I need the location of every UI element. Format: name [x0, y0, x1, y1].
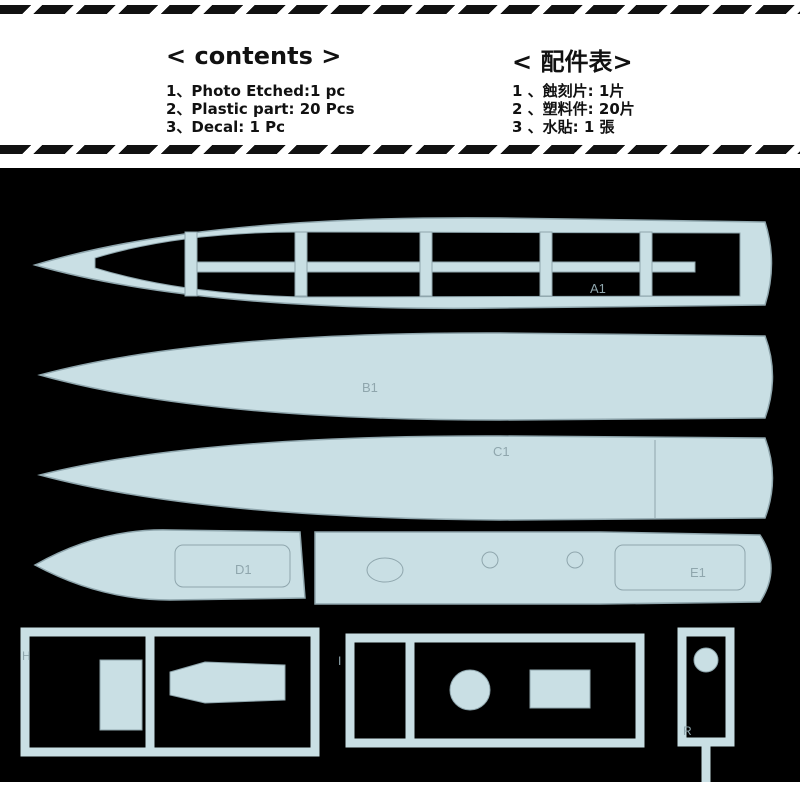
label-d1: D1 [235, 562, 252, 577]
sprue-h-deck [169, 661, 286, 704]
contents-item-en: 3、Decal: 1 Pc [166, 118, 285, 136]
label-e1: E1 [690, 565, 706, 580]
part-c1-hull [37, 435, 774, 521]
part-e1-deck [314, 531, 772, 605]
part-d1-deck [33, 529, 306, 601]
label-b1: B1 [362, 380, 378, 395]
label-sprue-i: I [338, 654, 341, 668]
top-stripe [0, 5, 800, 14]
label-sprue-r: R [683, 724, 692, 738]
label-sprue-h: H [22, 649, 31, 663]
parts-diagram: A1 B1 C1 D1 E1 H I R [20, 217, 774, 782]
e1-well [614, 544, 746, 591]
contents-item-zh: 3 、水貼: 1 張 [512, 118, 615, 136]
d1-well [174, 544, 291, 588]
label-a1: A1 [590, 281, 606, 296]
contents-title-zh: < 配件表> [512, 48, 633, 76]
contents-item-zh: 1 、蝕刻片: 1片 [512, 82, 625, 100]
contents-item-en: 1、Photo Etched:1 pc [166, 82, 346, 100]
sprue-i-frame [345, 633, 645, 748]
contents-item-zh: 2 、塑料件: 20片 [512, 100, 635, 118]
part-b1-hull [37, 332, 774, 421]
bottom-stripe [0, 145, 800, 154]
contents-title-en: < contents > [166, 42, 342, 70]
label-c1: C1 [493, 444, 510, 459]
contents-item-en: 2、Plastic part: 20 Pcs [166, 100, 355, 118]
sprue-h-frame [20, 627, 320, 757]
parts-panel: A1 B1 C1 D1 E1 H I R [0, 168, 800, 782]
